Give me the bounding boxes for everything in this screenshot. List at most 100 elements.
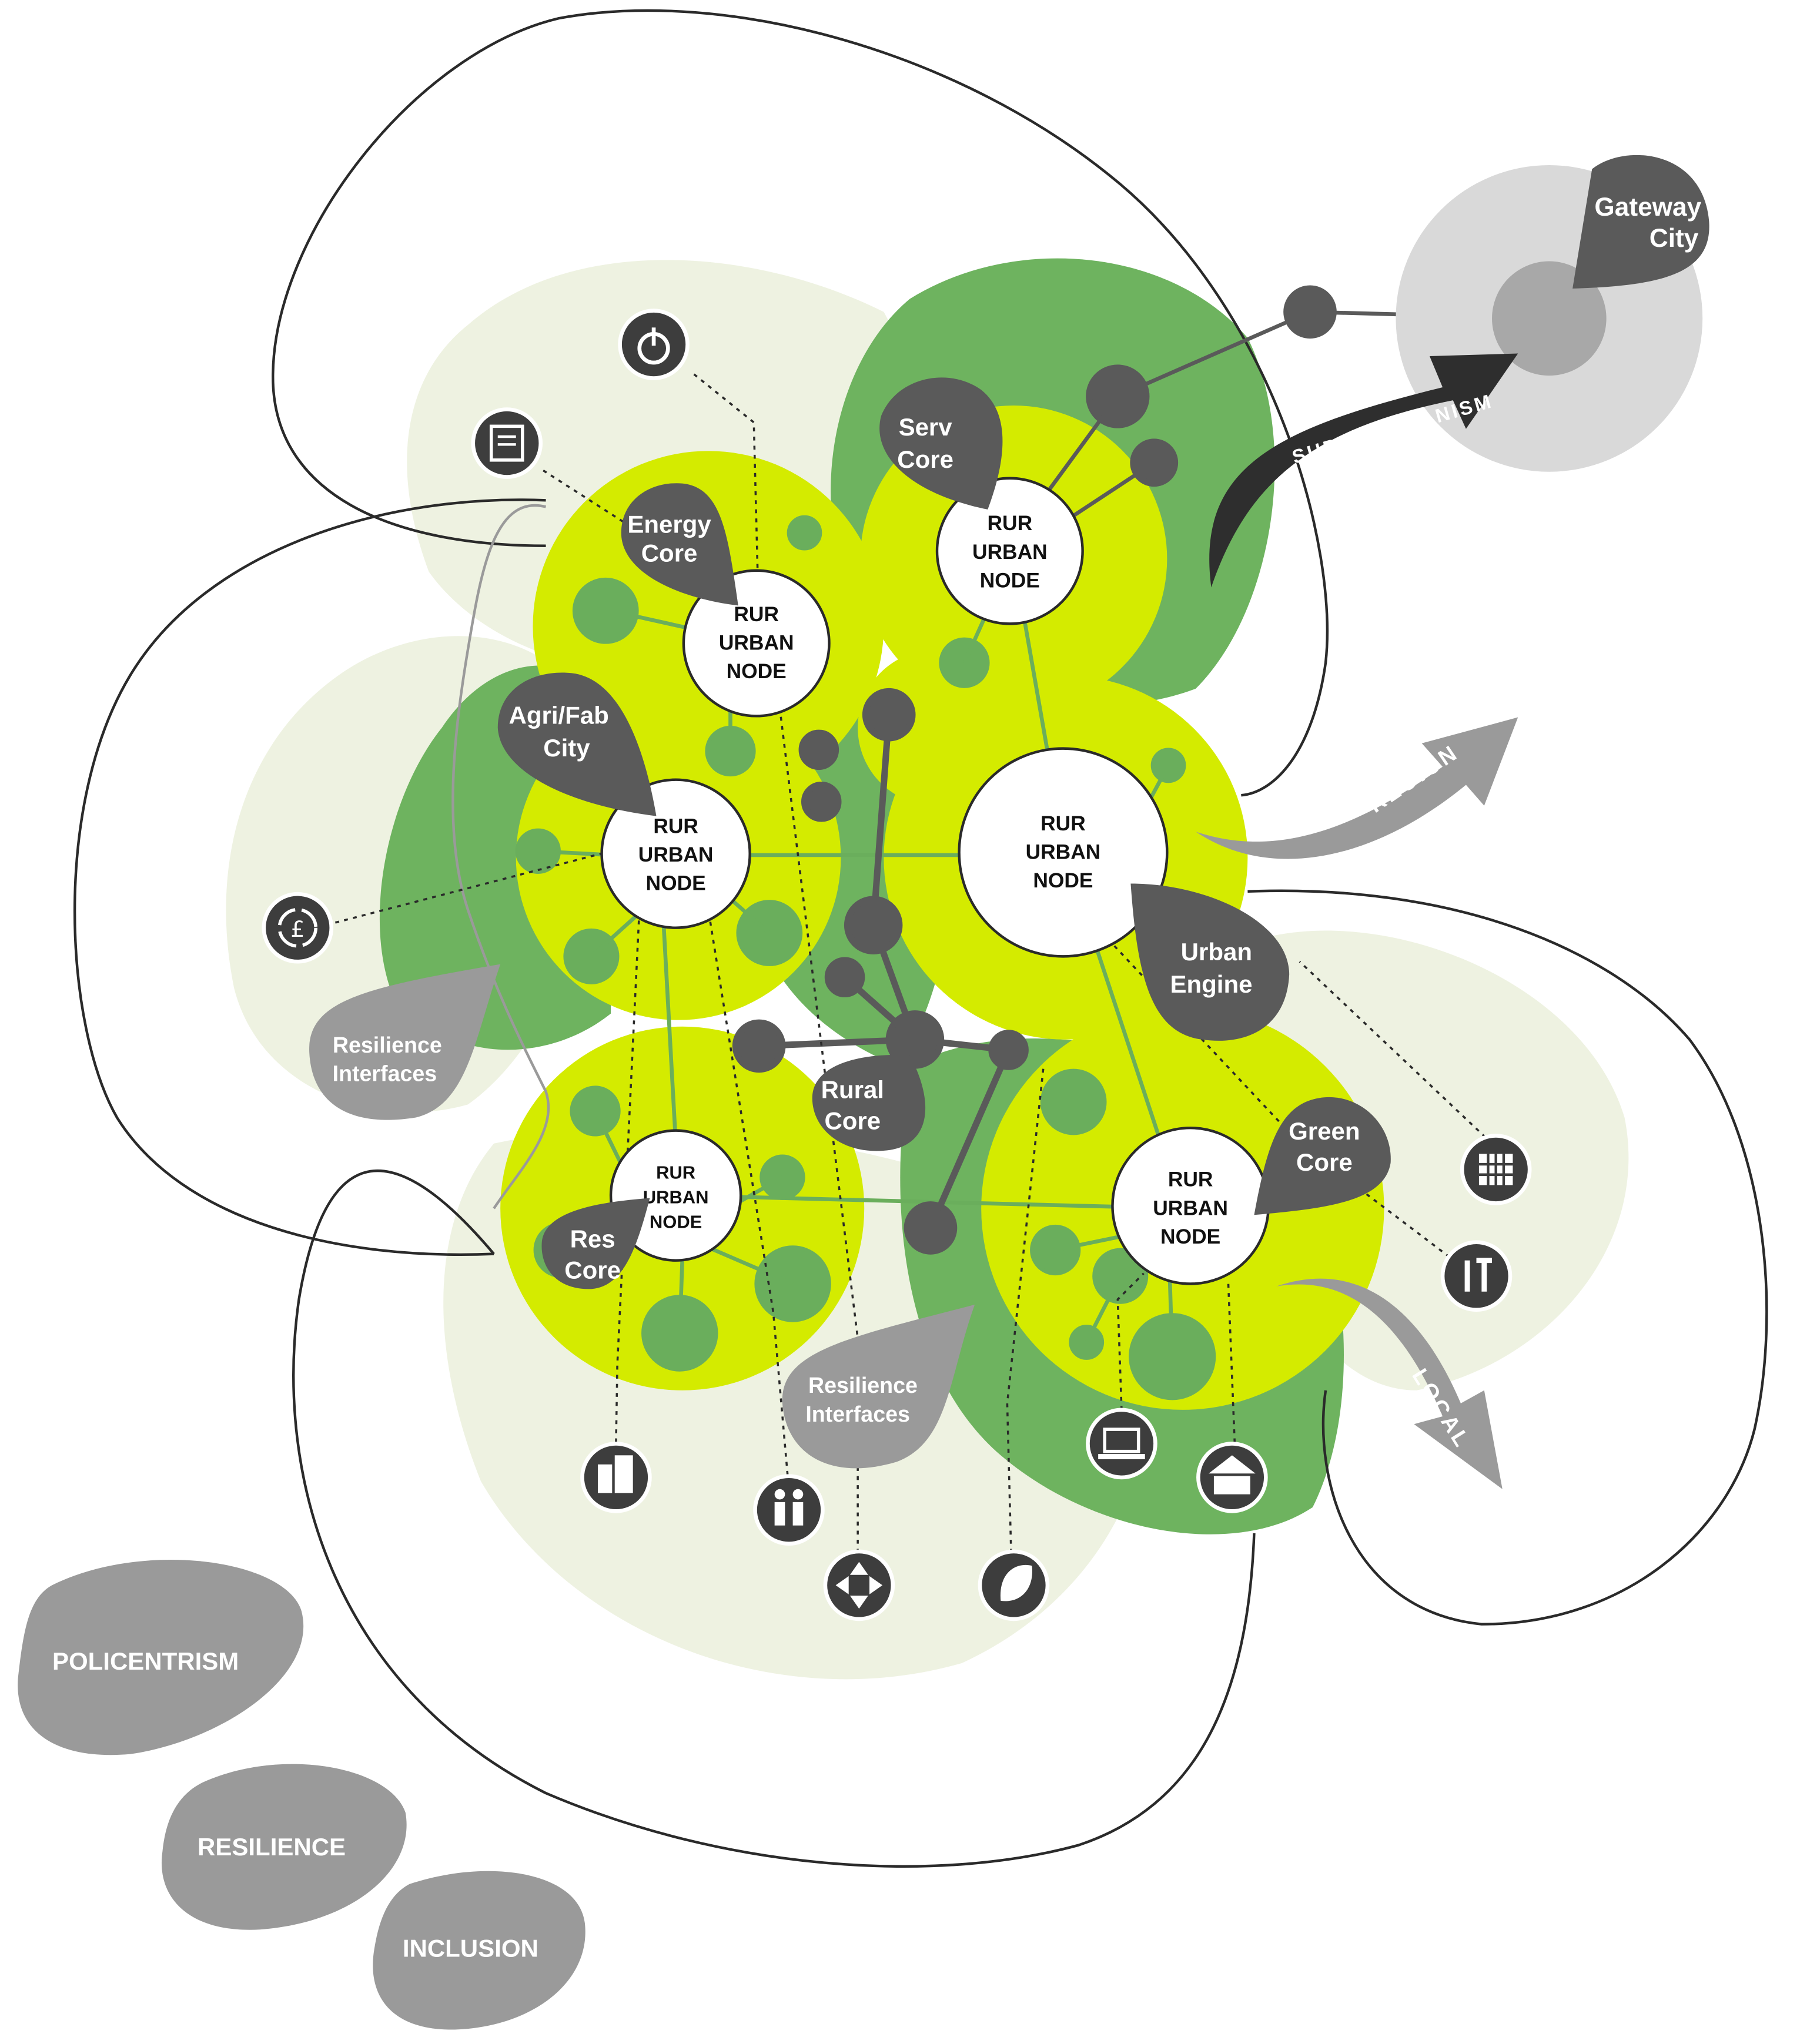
- node-agri-line-3: NODE: [646, 872, 706, 895]
- dot-energy-a: [572, 577, 639, 644]
- gateway-inner-ring: [1492, 261, 1607, 376]
- currency-cycle-icon: £: [262, 892, 334, 964]
- node-res-line-2: URBAN: [643, 1187, 709, 1207]
- node-central-line-2: URBAN: [1026, 841, 1101, 864]
- icons: £: [262, 309, 1532, 1621]
- loop-right: [1247, 889, 1768, 1626]
- rural-dot-d: [844, 896, 903, 955]
- pillar-policentrism-label: POLICENTRISM: [52, 1647, 239, 1675]
- green-core-label-1: Green: [1289, 1117, 1360, 1145]
- node-green-line-3: NODE: [1160, 1225, 1220, 1248]
- boundary-loops: [73, 9, 1768, 1868]
- pillar-inclusion-label: INCLUSION: [403, 1935, 538, 1962]
- serv-core-label-2: Core: [897, 445, 953, 473]
- grid-building-icon: [1460, 1134, 1532, 1205]
- green-core-pin: Green Core: [1254, 1097, 1391, 1215]
- node-res: RUR URBAN NODE: [609, 1129, 742, 1262]
- urban-engine-pin: Urban Engine: [1130, 883, 1290, 1041]
- urban-engine-label-1: Urban: [1181, 938, 1252, 966]
- rural-core-pin: Rural Core: [812, 1054, 926, 1151]
- urban-engine-label-2: Engine: [1170, 970, 1252, 998]
- node-energy-line-1: RUR: [734, 603, 779, 626]
- node-agri: RUR URBAN NODE: [600, 778, 751, 929]
- node-serv-line-1: RUR: [988, 512, 1033, 535]
- node-res-line-1: RUR: [656, 1162, 695, 1182]
- loop-bottom: [292, 1170, 1256, 1868]
- node-energy-line-3: NODE: [727, 660, 787, 683]
- directions-icon: [823, 1549, 895, 1621]
- loop-left: [73, 498, 546, 1256]
- rural-core-label-2: Core: [824, 1107, 881, 1134]
- rural-dot-a: [862, 688, 916, 742]
- node-serv-line-2: URBAN: [972, 541, 1048, 564]
- dot-central-b: [1040, 1068, 1107, 1135]
- loop-top: [272, 9, 1329, 797]
- urban-nodes: RUR URBAN NODE RUR URBAN NODE RUR URBAN …: [600, 477, 1270, 1285]
- node-serv-line-3: NODE: [980, 569, 1040, 592]
- resilience-interfaces-left-pin: Resilience Interfaces: [309, 964, 501, 1120]
- node-central-line-3: NODE: [1033, 869, 1093, 892]
- pillar-resilience: RESILIENCE: [161, 1764, 407, 1930]
- serv-dot-c: [1283, 285, 1337, 339]
- node-energy-line-2: URBAN: [719, 632, 794, 655]
- gateway-city-label-1: Gateway: [1594, 193, 1701, 222]
- icon-leaders: [334, 373, 1493, 1553]
- green-core-label-2: Core: [1296, 1148, 1353, 1176]
- lime-zone-fill-a: [858, 649, 1014, 806]
- gateway-city-label-2: City: [1650, 224, 1699, 253]
- power-icon: [618, 309, 690, 380]
- node-green-line-2: URBAN: [1153, 1197, 1228, 1219]
- community-home-icon: [1196, 1442, 1268, 1513]
- resilience-pins: Resilience Interfaces Resilience Interfa…: [309, 964, 975, 1469]
- node-serv: RUR URBAN NODE: [935, 477, 1084, 625]
- rural-dot-e: [824, 957, 865, 997]
- gateway-city-pin: [1573, 155, 1709, 289]
- node-central: RUR URBAN NODE: [958, 747, 1169, 958]
- rural-dot-b: [798, 729, 839, 770]
- energy-core-pin: Energy Core: [621, 483, 738, 606]
- tools-icon: [1440, 1240, 1513, 1312]
- laptop-icon: [1086, 1408, 1157, 1480]
- energy-core-label-2: Core: [641, 539, 698, 567]
- rural-dot-i: [904, 1201, 958, 1255]
- serv-core-label-1: Serv: [899, 413, 953, 441]
- pillars: POLICENTRISM RESILIENCE INCLUSION: [18, 1560, 585, 2030]
- node-green-line-1: RUR: [1168, 1168, 1213, 1191]
- resilience-left-label-1: Resilience: [333, 1033, 442, 1057]
- svg-text:£: £: [290, 916, 305, 942]
- res-core-pin: Res Core: [541, 1198, 650, 1289]
- node-green: RUR URBAN NODE: [1111, 1126, 1270, 1285]
- agri-fab-city-pin: Agri/Fab City: [497, 672, 657, 816]
- node-energy: RUR URBAN NODE: [682, 569, 831, 718]
- agri-fab-city-label-2: City: [543, 734, 590, 762]
- res-core-label-1: Res: [570, 1225, 615, 1253]
- rural-dot-f: [885, 1010, 945, 1069]
- rural-network: [732, 285, 1547, 1255]
- dot-res-c: [754, 1245, 831, 1322]
- people-icon: [753, 1474, 825, 1546]
- resilience-bottom-label-2: Interfaces: [805, 1402, 910, 1426]
- node-central-line-1: RUR: [1040, 812, 1086, 835]
- resilience-bottom-label-1: Resilience: [808, 1373, 918, 1398]
- node-res-line-3: NODE: [650, 1211, 702, 1232]
- leaf-icon: [978, 1549, 1050, 1621]
- agri-fab-city-label-1: Agri/Fab: [508, 702, 608, 729]
- link-agri-res-a: [661, 909, 678, 1144]
- loop-inner-grey: [451, 504, 550, 1209]
- pillar-inclusion: INCLUSION: [373, 1871, 585, 2030]
- resilience-left-label-2: Interfaces: [333, 1061, 437, 1086]
- serv-dot-a: [1086, 364, 1150, 428]
- rural-core-label-1: Rural: [821, 1075, 884, 1103]
- pillar-policentrism: POLICENTRISM: [18, 1560, 304, 1755]
- serv-core-pin: Serv Core: [879, 377, 1003, 510]
- core-pins: Serv Core Energy Core Agri/Fab City Urba…: [497, 377, 1391, 1289]
- dot-energy-b: [787, 515, 822, 551]
- node-agri-line-2: URBAN: [638, 843, 714, 866]
- rural-dot-h: [988, 1030, 1029, 1070]
- serv-dot-b: [1130, 438, 1179, 487]
- rural-dot-g: [732, 1019, 786, 1073]
- pillar-resilience-label: RESILIENCE: [198, 1833, 346, 1861]
- resilience-interfaces-bottom-pin: Resilience Interfaces: [782, 1304, 975, 1469]
- rural-dot-c: [801, 781, 842, 822]
